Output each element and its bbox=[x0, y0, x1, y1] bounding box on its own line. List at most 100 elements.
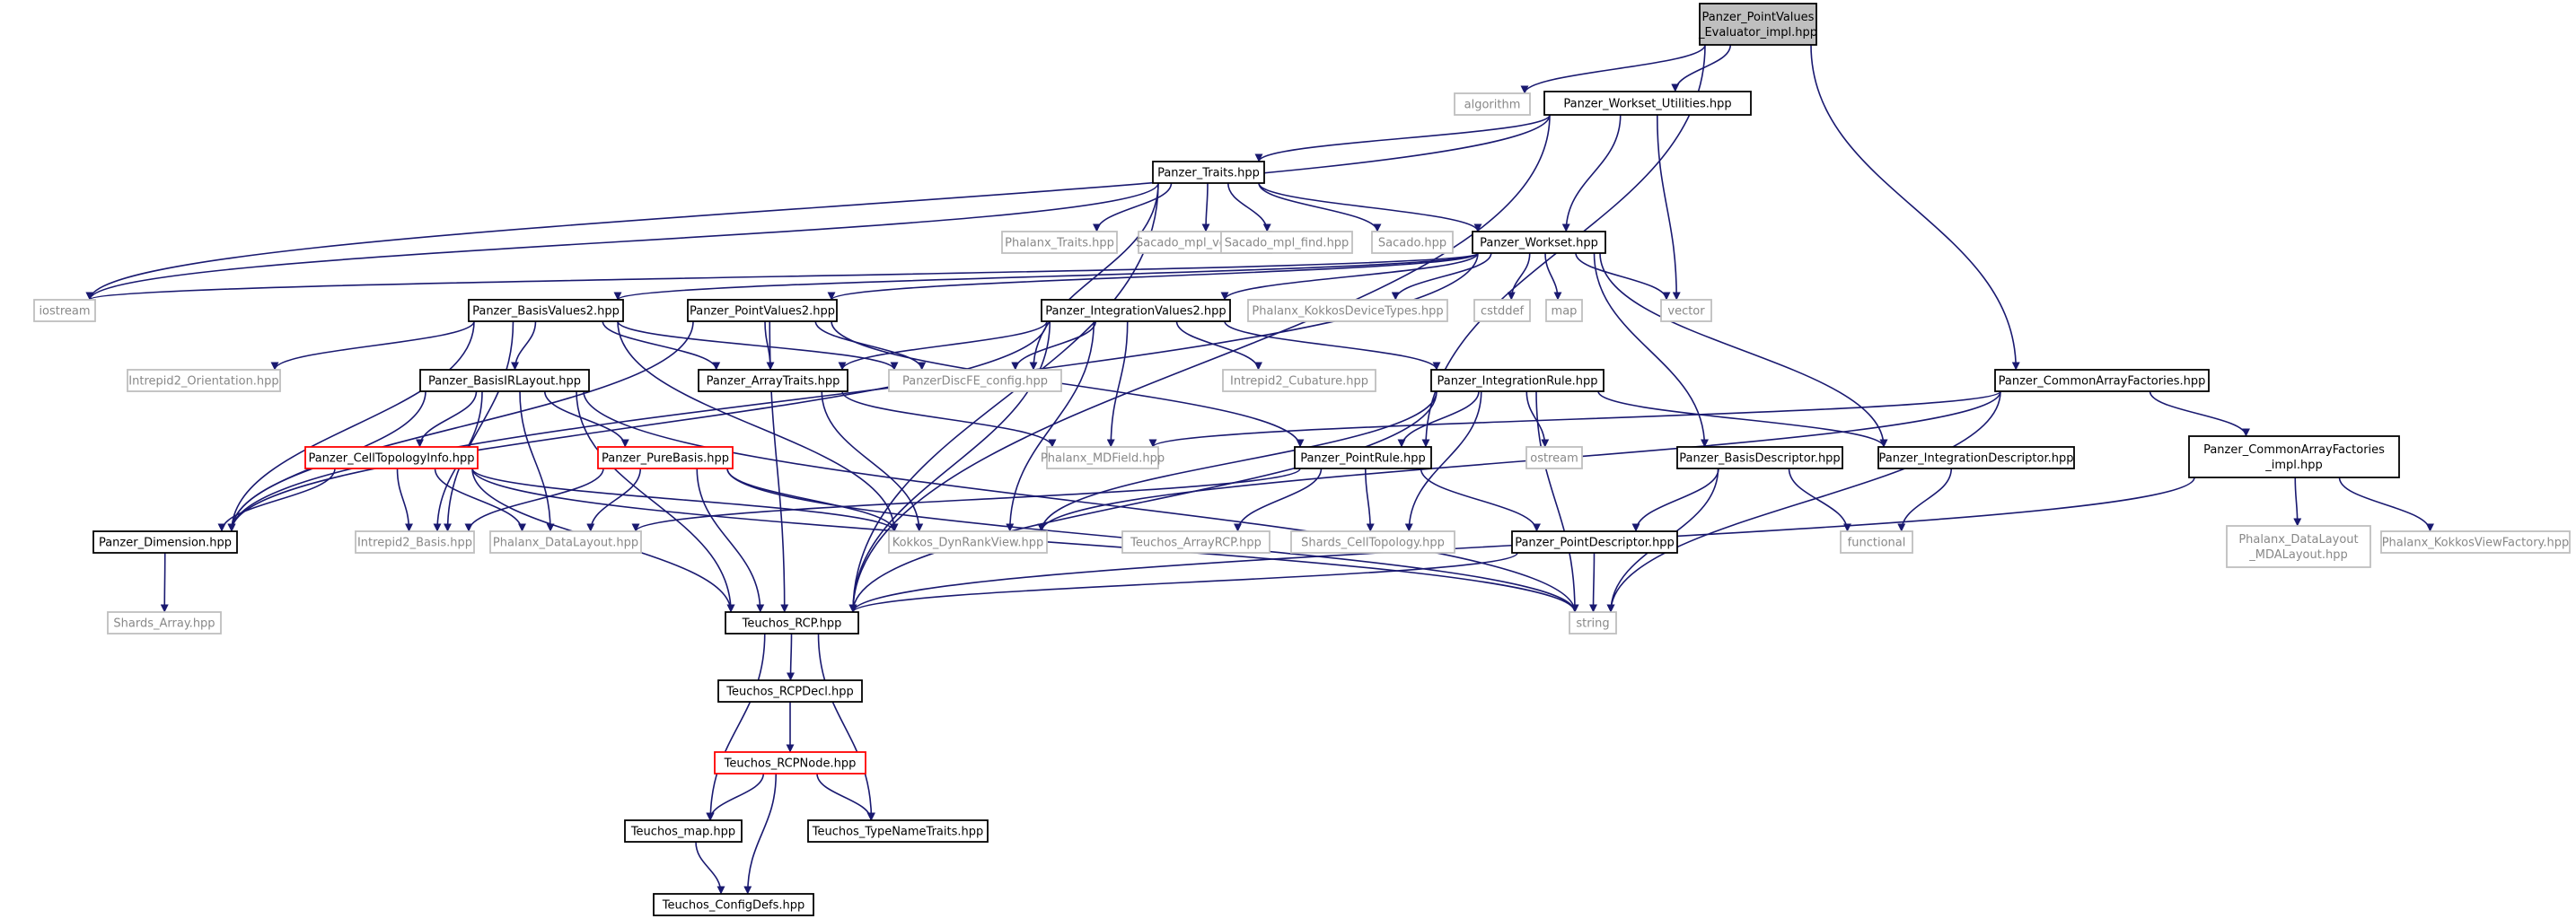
edge bbox=[1106, 320, 1129, 448]
node-purebasis[interactable]: Panzer_PureBasis.hpp bbox=[597, 446, 734, 469]
node-cti[interactable]: Panzer_CellTopologyInfo.hpp bbox=[304, 446, 479, 469]
node-iv2[interactable]: Panzer_IntegrationValues2.hpp bbox=[1041, 299, 1231, 322]
edge-root-to-algorithm bbox=[1520, 44, 1706, 94]
node-label: Panzer_PointValues bbox=[1702, 11, 1815, 24]
node-box bbox=[725, 611, 859, 635]
node-pointdesc[interactable]: Panzer_PointDescriptor.hpp bbox=[1511, 530, 1678, 554]
node-bv2[interactable]: Panzer_BasisValues2.hpp bbox=[468, 299, 624, 322]
node-pdfe[interactable]: PanzerDiscFE_config.hpp bbox=[888, 369, 1062, 392]
node-i2cub[interactable]: Intrepid2_Cubature.hpp bbox=[1222, 369, 1376, 392]
node-map[interactable]: map bbox=[1545, 299, 1583, 322]
edge-intrule-to-shctopo bbox=[1404, 390, 1482, 532]
node-label: Panzer_Workset_Utilities.hpp bbox=[1563, 98, 1731, 111]
node-label: Sacado.hpp bbox=[1378, 237, 1446, 250]
edge-workset-to-phxkdt bbox=[1391, 252, 1492, 301]
node-label: Panzer_CommonArrayFactories.hpp bbox=[1999, 375, 2206, 389]
node-mplfind[interactable]: Sacado_mpl_find.hpp bbox=[1220, 231, 1353, 254]
edge bbox=[1599, 252, 1888, 448]
node-label: _Evaluator_impl.hpp bbox=[1698, 26, 1817, 39]
node-label: Phalanx_MDField.hpp bbox=[1041, 452, 1165, 466]
node-pointrule[interactable]: Panzer_PointRule.hpp bbox=[1294, 446, 1432, 469]
node-label: _MDALayout.hpp bbox=[2248, 548, 2347, 562]
edge bbox=[838, 320, 1048, 371]
node-ostream[interactable]: ostream bbox=[1525, 446, 1583, 469]
node-phxmda[interactable]: Phalanx_DataLayout_MDALayout.hpp bbox=[2226, 525, 2371, 568]
node-pv2[interactable]: Panzer_PointValues2.hpp bbox=[687, 299, 838, 322]
edge-dim-to-sharr bbox=[160, 552, 169, 613]
node-kdrv[interactable]: Kokkos_DynRankView.hpp bbox=[888, 530, 1048, 554]
edge bbox=[617, 320, 899, 371]
node-cstddef[interactable]: cstddef bbox=[1473, 299, 1531, 322]
node-tarcp[interactable]: Teuchos_ArrayRCP.hpp bbox=[1121, 530, 1270, 554]
node-mdfield[interactable]: Phalanx_MDField.hpp bbox=[1041, 446, 1165, 469]
node-functional[interactable]: functional bbox=[1840, 530, 1913, 554]
edge bbox=[1520, 44, 1706, 94]
node-label: Phalanx_KokkosViewFactory.hpp bbox=[2382, 537, 2570, 550]
edge-caf-to-kdrv bbox=[1037, 390, 2001, 532]
node-phxtraits[interactable]: Phalanx_Traits.hpp bbox=[1001, 231, 1118, 254]
node-box bbox=[1525, 446, 1583, 469]
node-box bbox=[1511, 530, 1678, 554]
edge-workset-to-iv2 bbox=[1220, 252, 1479, 301]
node-traits[interactable]: Panzer_Traits.hpp bbox=[1152, 161, 1265, 184]
node-tmap[interactable]: Teuchos_map.hpp bbox=[624, 819, 743, 843]
node-phxkvf[interactable]: Phalanx_KokkosViewFactory.hpp bbox=[2380, 530, 2571, 554]
node-caf[interactable]: Panzer_CommonArrayFactories.hpp bbox=[1994, 369, 2210, 392]
edge bbox=[85, 114, 1551, 301]
node-intrule[interactable]: Panzer_IntegrationRule.hpp bbox=[1430, 369, 1605, 392]
edge bbox=[1011, 320, 1097, 371]
edge bbox=[1258, 182, 1382, 232]
edge-workset-to-map bbox=[1544, 252, 1562, 301]
node-tname[interactable]: Teuchos_TypeNameTraits.hpp bbox=[807, 819, 989, 843]
node-label: Panzer_Workset.hpp bbox=[1480, 237, 1598, 250]
node-box bbox=[714, 751, 866, 775]
node-cafimpl[interactable]: Panzer_CommonArrayFactories_impl.hpp bbox=[2188, 435, 2400, 478]
node-intdesc[interactable]: Panzer_IntegrationDescriptor.hpp bbox=[1877, 446, 2075, 469]
node-rcp[interactable]: Teuchos_RCP.hpp bbox=[725, 611, 859, 635]
node-sharr[interactable]: Shards_Array.hpp bbox=[107, 611, 222, 635]
node-phxdl[interactable]: Phalanx_DataLayout.hpp bbox=[489, 530, 642, 554]
node-label: Panzer_PointValues2.hpp bbox=[690, 305, 835, 319]
node-rcpdecl[interactable]: Teuchos_RCPDecl.hpp bbox=[717, 679, 863, 703]
node-dim[interactable]: Panzer_Dimension.hpp bbox=[92, 530, 238, 554]
node-i2basis[interactable]: Intrepid2_Basis.hpp bbox=[355, 530, 475, 554]
edge-pointrule-to-shctopo bbox=[1364, 468, 1375, 532]
node-label: Teuchos_map.hpp bbox=[630, 826, 735, 839]
node-root[interactable]: Panzer_PointValues _Evaluator_impl.hpp bbox=[1698, 3, 1817, 46]
node-arrtraits[interactable]: Panzer_ArrayTraits.hpp bbox=[698, 369, 848, 392]
node-box bbox=[1543, 91, 1752, 116]
node-label: Panzer_IntegrationDescriptor.hpp bbox=[1879, 452, 2074, 466]
node-iostream[interactable]: iostream bbox=[33, 299, 96, 322]
edge-wsutil-to-traits bbox=[1254, 114, 1551, 162]
node-shctopo[interactable]: Shards_CellTopology.hpp bbox=[1290, 530, 1455, 554]
node-label: Phalanx_Traits.hpp bbox=[1005, 237, 1114, 250]
edge bbox=[814, 320, 927, 371]
node-label: Panzer_PureBasis.hpp bbox=[602, 452, 729, 466]
node-box bbox=[1569, 611, 1617, 635]
node-box bbox=[1046, 446, 1159, 469]
edge-iv2-to-arrtraits bbox=[838, 320, 1048, 371]
node-box bbox=[2226, 525, 2371, 568]
node-basisdesc[interactable]: Panzer_BasisDescriptor.hpp bbox=[1676, 446, 1843, 469]
node-algorithm[interactable]: algorithm bbox=[1454, 92, 1531, 116]
node-vector[interactable]: vector bbox=[1660, 299, 1712, 322]
edge bbox=[848, 182, 1159, 613]
node-sacado[interactable]: Sacado.hpp bbox=[1371, 231, 1454, 254]
node-i2orient[interactable]: Intrepid2_Orientation.hpp bbox=[127, 369, 281, 392]
node-phxkdt[interactable]: Phalanx_KokkosDeviceTypes.hpp bbox=[1247, 299, 1448, 322]
edge bbox=[1589, 552, 1598, 613]
node-birl[interactable]: Panzer_BasisIRLayout.hpp bbox=[419, 369, 590, 392]
edge-traits-to-mplfind bbox=[1226, 182, 1271, 232]
edge-workset-to-pv2 bbox=[827, 252, 1479, 301]
edge-pv2-to-pointrule bbox=[831, 320, 1305, 448]
edge-iv2-to-dim bbox=[227, 320, 1048, 532]
node-cfgdefs[interactable]: Teuchos_ConfigDefs.hpp bbox=[653, 893, 814, 916]
node-workset[interactable]: Panzer_Workset.hpp bbox=[1472, 231, 1606, 254]
node-string[interactable]: string bbox=[1569, 611, 1617, 635]
node-rcpnode[interactable]: Teuchos_RCPNode.hpp bbox=[714, 751, 866, 775]
node-box bbox=[1545, 299, 1583, 322]
edge-intrule-to-ostream bbox=[1525, 390, 1550, 448]
node-wsutil[interactable]: Panzer_Workset_Utilities.hpp bbox=[1543, 91, 1752, 116]
node-label: PanzerDiscFE_config.hpp bbox=[902, 375, 1048, 389]
